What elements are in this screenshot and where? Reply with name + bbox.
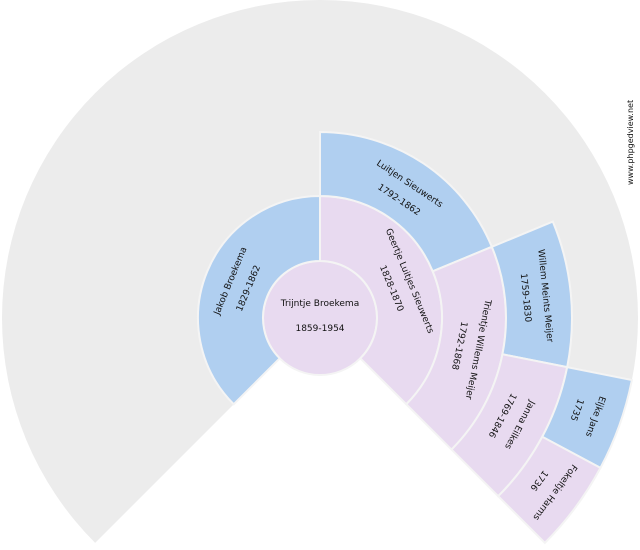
person-name: Trijntje Broekema	[280, 299, 359, 309]
person-dates: 1859-1954	[295, 324, 344, 334]
person-sector[interactable]	[197, 194, 321, 406]
person-dates: 1759-1830	[518, 273, 533, 323]
person-sector[interactable]	[490, 220, 573, 369]
person-sector[interactable]	[496, 435, 602, 545]
